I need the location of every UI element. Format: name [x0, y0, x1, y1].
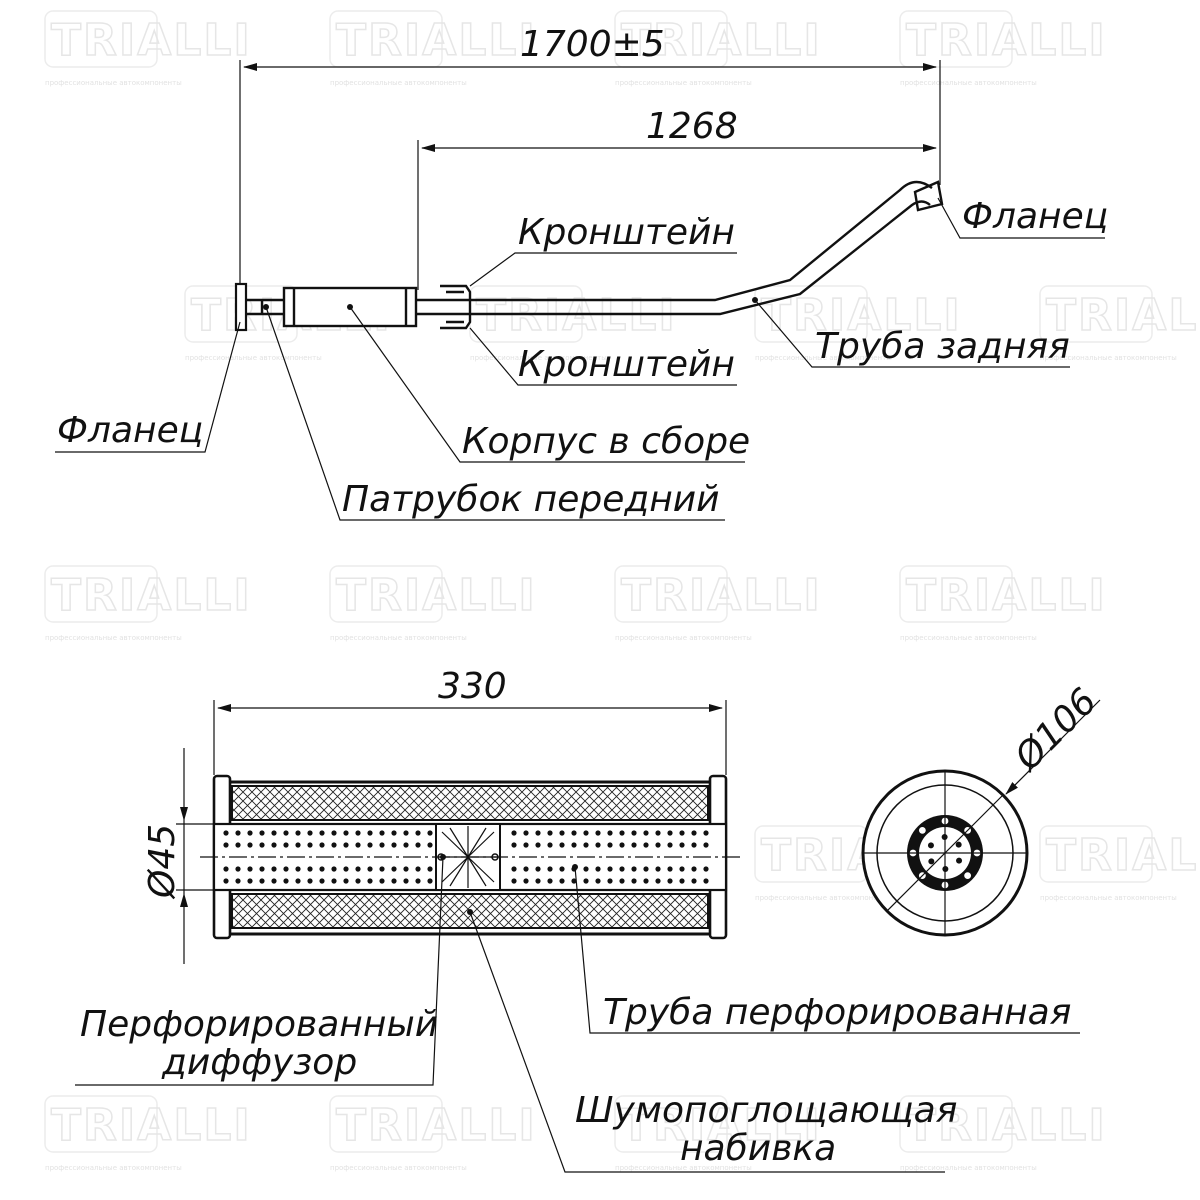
watermark-logo: TRIALLI профессиональные автокомпоненты	[329, 1095, 537, 1172]
exhaust-assembly-view: 1700±5 1268 Фланец Кронштейн	[55, 24, 1108, 521]
label-perforated-diffuser-line2: диффузор	[161, 1042, 357, 1083]
label-front-pipe: Патрубок передний	[342, 479, 720, 520]
watermark-brand: TRIALLI	[336, 1100, 537, 1151]
watermark-logo: TRIALLI профессиональные автокомпоненты	[899, 565, 1107, 642]
watermark-brand: TRIALLI	[476, 290, 677, 341]
watermark-logo: TRIALLI профессиональные автокомпоненты	[1039, 825, 1200, 902]
watermark-tagline: профессиональные автокомпоненты	[900, 634, 1037, 642]
dimension-pipe-diameter-label: Ø45	[142, 824, 183, 900]
dimension-length-label: 330	[438, 666, 507, 707]
muffler-section-view: 330 Ø45 Ø106	[75, 666, 1105, 1173]
label-flange-left: Фланец	[57, 410, 203, 451]
watermark-brand: TRIALLI	[1046, 830, 1200, 881]
label-flange-right: Фланец	[962, 196, 1108, 237]
watermark-tagline: профессиональные автокомпоненты	[615, 1164, 752, 1172]
watermark-logo: TRIALLI профессиональные автокомпоненты	[44, 1095, 252, 1172]
bracket-shape	[440, 284, 472, 330]
watermark-brand: TRIALLI	[336, 570, 537, 621]
rear-pipe-shape	[416, 180, 933, 316]
dimension-inner-label: 1268	[646, 106, 738, 147]
watermark-logo: TRIALLI профессиональные автокомпоненты	[329, 565, 537, 642]
label-bracket-bottom: Кронштейн	[518, 344, 735, 385]
watermark-brand: TRIALLI	[761, 290, 962, 341]
flange-left-shape	[234, 282, 248, 332]
watermark-logo: TRIALLI профессиональные автокомпоненты	[614, 565, 822, 642]
watermark-tagline: профессиональные автокомпоненты	[330, 634, 467, 642]
watermark-brand: TRIALLI	[51, 570, 252, 621]
sound-absorbing-packing-top	[231, 785, 709, 821]
watermark-tagline: профессиональные автокомпоненты	[45, 79, 182, 87]
watermark-logo: TRIALLI профессиональные автокомпоненты	[469, 285, 677, 362]
label-perforated-diffuser-line1: Перфорированный	[80, 1004, 438, 1045]
watermark-tagline: профессиональные автокомпоненты	[330, 1164, 467, 1172]
watermark-brand: TRIALLI	[51, 15, 252, 66]
watermark-logo: TRIALLI профессиональные автокомпоненты	[899, 1095, 1107, 1172]
watermark-tagline: профессиональные автокомпоненты	[1040, 354, 1177, 362]
watermark-tagline: профессиональные автокомпоненты	[470, 354, 607, 362]
watermark-logo: TRIALLI профессиональные автокомпоненты	[44, 565, 252, 642]
watermark-logo: TRIALLI профессиональные автокомпоненты	[1039, 285, 1200, 362]
watermark-logo: TRIALLI профессиональные автокомпоненты	[899, 10, 1107, 87]
watermark-brand: TRIALLI	[906, 15, 1107, 66]
watermark-tagline: профессиональные автокомпоненты	[900, 79, 1037, 87]
watermark-brand: TRIALLI	[906, 570, 1107, 621]
watermark-tagline: профессиональные автокомпоненты	[1040, 894, 1177, 902]
watermark-tagline: профессиональные автокомпоненты	[45, 1164, 182, 1172]
watermark-tagline: профессиональные автокомпоненты	[330, 79, 467, 87]
watermark-logo: TRIALLI профессиональные автокомпоненты	[614, 1095, 822, 1172]
watermark-tagline: профессиональные автокомпоненты	[900, 1164, 1037, 1172]
flange-right-shape	[913, 180, 944, 212]
watermark-brand: TRIALLI	[51, 1100, 252, 1151]
label-rear-pipe: Труба задняя	[815, 326, 1070, 367]
watermark-tagline: профессиональные автокомпоненты	[615, 79, 752, 87]
label-body-assembly: Корпус в сборе	[462, 421, 750, 462]
watermark-tagline: профессиональные автокомпоненты	[755, 354, 892, 362]
watermark-brand: TRIALLI	[621, 15, 822, 66]
watermark-tagline: профессиональные автокомпоненты	[45, 634, 182, 642]
watermark-tagline: профессиональные автокомпоненты	[755, 894, 892, 902]
watermark-tagline: профессиональные автокомпоненты	[615, 634, 752, 642]
watermark-brand: TRIALLI	[621, 1100, 822, 1151]
watermark-logo: TRIALLI профессиональные автокомпоненты	[614, 10, 822, 87]
watermark-logo: TRIALLI профессиональные автокомпоненты	[329, 10, 537, 87]
label-perforated-pipe: Труба перфорированная	[603, 992, 1071, 1033]
watermark-tagline: профессиональные автокомпоненты	[185, 354, 322, 362]
watermark-logo: TRIALLI профессиональные автокомпоненты	[44, 10, 252, 87]
label-sound-absorbing-line2: набивка	[680, 1128, 836, 1169]
watermark-brand: TRIALLI	[906, 1100, 1107, 1151]
label-sound-absorbing-line1: Шумопоглощающая	[575, 1090, 957, 1131]
label-bracket-top: Кронштейн	[518, 212, 735, 253]
watermark-brand: TRIALLI	[621, 570, 822, 621]
dimension-outer-diameter-label: Ø106	[1006, 681, 1105, 780]
dimension-overall-label: 1700±5	[520, 24, 665, 65]
watermark-brand: TRIALLI	[1046, 290, 1200, 341]
watermark-brand: TRIALLI	[336, 15, 537, 66]
